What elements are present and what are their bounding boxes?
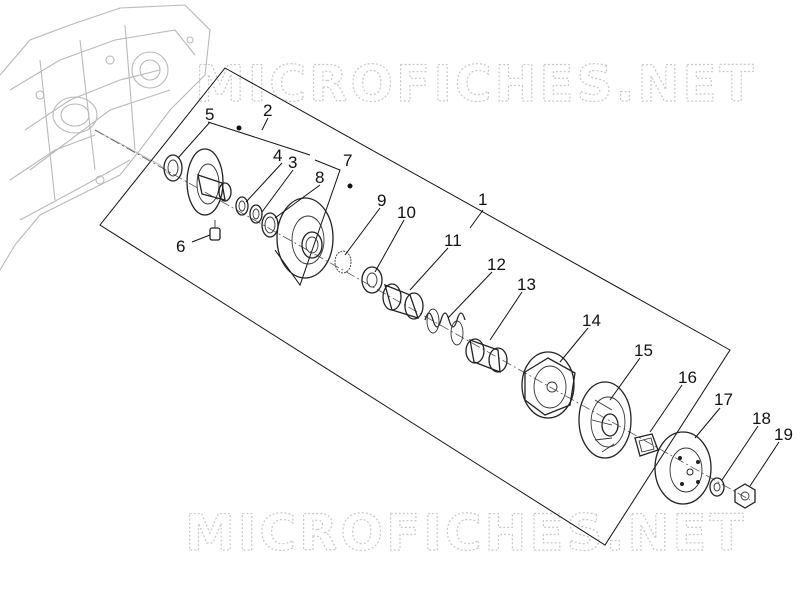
part-clutch-bell [654, 431, 712, 505]
label-part-1: 1 [478, 190, 487, 209]
label-part-10: 10 [397, 203, 416, 222]
label-part-16: 16 [678, 368, 697, 387]
label-part-9: 9 [377, 191, 386, 210]
label-part-2: 2 [263, 101, 272, 120]
part-spring [424, 308, 466, 346]
watermark-bottom: MICROFICHES.NET [185, 504, 747, 562]
part-oil-seal [163, 154, 183, 182]
part-snap-ring [634, 433, 659, 457]
watermark-top: MICROFICHES.NET [195, 55, 757, 113]
label-part-14: 14 [582, 311, 601, 330]
label-part-11: 11 [444, 231, 462, 250]
part-screw [209, 220, 221, 241]
part-bearing [361, 266, 383, 294]
leader-lines [177, 117, 780, 487]
label-part-8: 8 [315, 168, 324, 187]
part-fixed-half-pulley [186, 125, 242, 216]
label-part-4: 4 [273, 146, 282, 165]
part-clutch [521, 351, 576, 419]
part-washer [249, 204, 263, 224]
part-spring-cap [465, 338, 508, 373]
part-movable-half-pulley [276, 183, 353, 279]
group-7-bracket [274, 159, 341, 287]
engine-case-drawing [0, 4, 211, 271]
label-part-7: 7 [343, 151, 352, 170]
label-part-18: 18 [752, 409, 771, 428]
assembly-frame [99, 67, 731, 546]
part-bushing [235, 196, 249, 216]
part-end-washer [709, 477, 725, 497]
label-part-6: 6 [176, 237, 185, 256]
center-axis [94, 129, 751, 501]
part-labels: 1 2 3 4 5 6 7 8 9 10 11 12 13 14 15 16 1… [176, 101, 793, 444]
label-part-15: 15 [634, 341, 653, 360]
part-sleeve [382, 283, 424, 320]
label-part-12: 12 [487, 255, 506, 274]
part-o-ring [261, 212, 279, 238]
label-part-13: 13 [517, 275, 536, 294]
label-part-3: 3 [288, 153, 297, 172]
part-nut [734, 483, 756, 509]
label-part-19: 19 [774, 425, 793, 444]
part-pulley-fan [578, 381, 632, 459]
part-small-o-ring [334, 250, 352, 274]
label-part-17: 17 [714, 390, 733, 409]
label-part-5: 5 [205, 105, 214, 124]
group-2-bracket [207, 121, 311, 156]
